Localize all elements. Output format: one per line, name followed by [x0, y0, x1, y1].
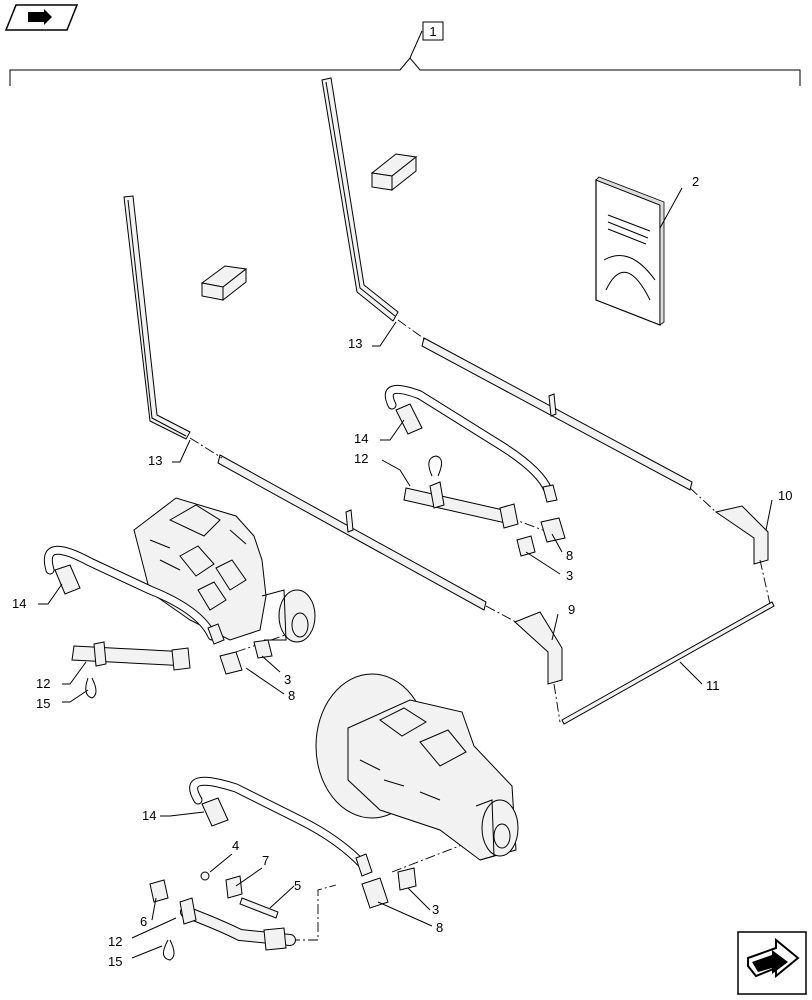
hose-left-14	[44, 545, 225, 645]
book-with-arrow-icon[interactable]	[4, 4, 79, 31]
foam-block-lower	[200, 265, 248, 302]
next-arrow-icon[interactable]	[737, 931, 807, 995]
hose-bottom-14	[189, 776, 373, 877]
hose-left-12	[71, 641, 191, 699]
callout-2: 2	[692, 174, 699, 189]
elbow-fitting-left	[219, 639, 273, 675]
seal-strip-lower	[217, 454, 487, 611]
assembly-ref-box: 1	[422, 21, 444, 41]
elbow-fitting-upper	[516, 517, 566, 557]
clamp-7	[225, 875, 243, 899]
foam-block-upper	[370, 153, 418, 192]
callout-10: 10	[778, 488, 792, 503]
callout-13: 13	[348, 336, 362, 351]
corner-bracket-10	[714, 505, 769, 565]
hose-bottom-12	[163, 897, 296, 961]
window-seal-left	[123, 195, 191, 440]
seal-strip-11	[561, 601, 775, 725]
seal-strip-upper	[421, 337, 693, 491]
callout-8: 8	[566, 548, 573, 563]
callout-8: 8	[288, 688, 295, 703]
callout-5: 5	[294, 878, 301, 893]
callout-4: 4	[232, 838, 239, 853]
callout-14: 14	[12, 596, 26, 611]
small-bolt-4	[200, 871, 210, 881]
leader-lines	[38, 187, 773, 959]
callout-8: 8	[436, 920, 443, 935]
callout-15: 15	[108, 954, 122, 969]
callout-14: 14	[354, 431, 368, 446]
callout-9: 9	[568, 602, 575, 617]
callout-3: 3	[432, 902, 439, 917]
adapter-6	[149, 879, 169, 903]
hose-upper-12	[403, 455, 519, 529]
bolt-5	[239, 897, 279, 919]
callout-6: 6	[140, 914, 147, 929]
callout-14: 14	[142, 808, 156, 823]
callout-3: 3	[566, 568, 573, 583]
corner-bracket-9	[514, 611, 563, 685]
callout-11: 11	[706, 678, 720, 693]
callout-7: 7	[262, 853, 269, 868]
hydraulic-pump-lower	[315, 673, 519, 861]
callout-12: 12	[354, 451, 368, 466]
window-seal-right	[321, 77, 399, 322]
assembly-brace	[9, 57, 801, 86]
callout-12: 12	[36, 676, 50, 691]
assembly-ref-label: 1	[429, 24, 436, 39]
operator-manual	[595, 176, 665, 326]
elbow-fitting-bottom	[361, 867, 417, 909]
hose-upper-14	[384, 384, 558, 503]
hydraulic-pump-upper	[133, 497, 316, 643]
callout-13: 13	[148, 453, 162, 468]
callout-3: 3	[284, 672, 291, 687]
callout-12: 12	[108, 934, 122, 949]
callout-15: 15	[36, 696, 50, 711]
